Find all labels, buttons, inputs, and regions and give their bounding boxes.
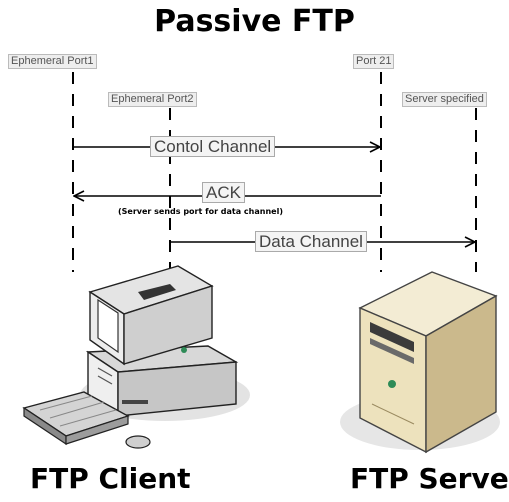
control-channel-label: Contol Channel [150, 136, 276, 157]
client-control-port-label: Ephemeral Port1 [8, 54, 97, 69]
desktop-computer-icon [22, 265, 250, 449]
ack-note: (Server sends port for data channel) [118, 207, 283, 216]
tower-server-icon [340, 271, 500, 454]
server-label: FTP Server [350, 462, 509, 495]
server-data-port-label: Server specified [402, 92, 487, 107]
data-channel-label: Data Channel [255, 231, 367, 252]
diagram-title: Passive FTP [154, 4, 355, 39]
server-control-port-label: Port 21 [353, 54, 395, 69]
client-label: FTP Client [30, 462, 191, 495]
client-data-port-label: Ephemeral Port2 [108, 92, 197, 107]
ack-label: ACK [202, 182, 245, 203]
